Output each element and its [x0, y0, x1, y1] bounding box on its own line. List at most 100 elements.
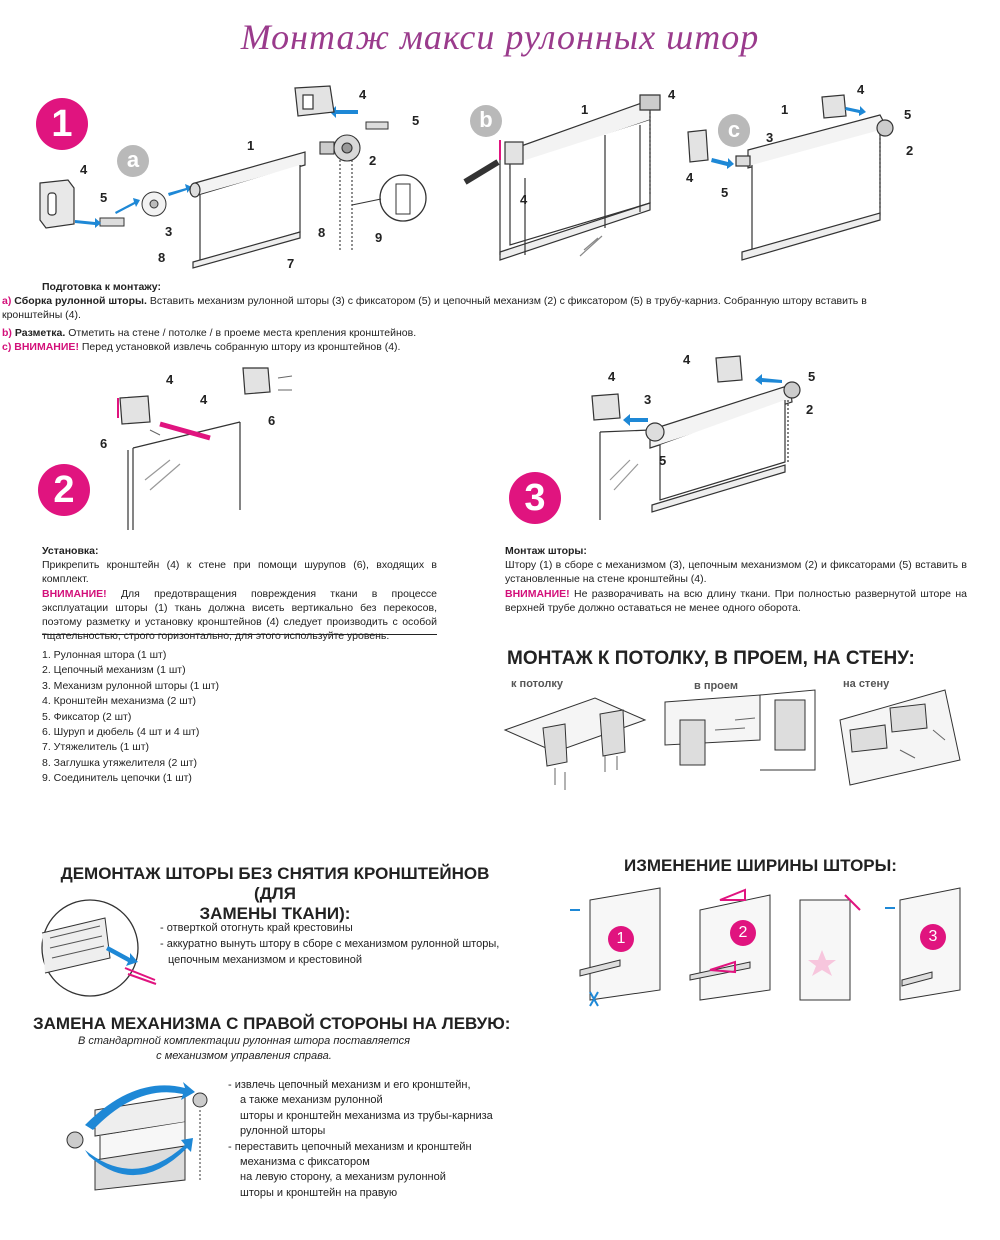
install-warning: ВНИМАНИЕ! — [42, 587, 107, 600]
dismount-heading: ДЕМОНТАЖ ШТОРЫ БЕЗ СНЯТИЯ КРОНШТЕЙНОВ (Д… — [40, 864, 510, 924]
replace-subtitle-line2: с механизмом управления справа. — [156, 1050, 332, 1062]
figure-number: 5 — [721, 185, 729, 200]
figure-number: 4 — [857, 82, 865, 97]
step-1-badge: 1 — [36, 98, 88, 150]
figure-number: 9 — [375, 230, 383, 245]
list-item: 4. Кронштейн механизма (2 шт) — [42, 695, 197, 708]
figure-number: 4 — [683, 352, 691, 367]
mount-warning-text: Не разворачивать на всю длину ткани. При… — [505, 587, 968, 614]
width-step-3-badge: 3 — [920, 924, 946, 950]
figure-number: 4 — [608, 369, 616, 384]
figure-number: 5 — [904, 107, 912, 122]
prep-c: c) ВНИМАНИЕ! Перед установкой извлечь со… — [2, 340, 902, 354]
figure-number: 1 — [781, 102, 789, 117]
dismount-step-2: - аккуратно вынуть штору в сборе с механ… — [160, 938, 500, 950]
figure-number: 2 — [369, 153, 377, 168]
replace-subtitle: В стандартной комплектации рулонная штор… — [64, 1034, 424, 1064]
assembly-illustration — [39, 85, 894, 269]
replace-line-8: шторы и кронштейн на правую — [240, 1186, 398, 1199]
install-heading: Установка: — [42, 545, 99, 557]
figure-number: 4 — [166, 372, 174, 387]
figure-number: 3 — [766, 130, 774, 145]
figure-number: 4 — [359, 87, 367, 102]
figure-number: 1 — [247, 138, 255, 153]
mount-section: Монтаж шторы: Штору (1) в сборе с механи… — [505, 544, 967, 615]
figure-number: 4 — [520, 192, 528, 207]
list-item: 2. Цепочный механизм (1 шт) — [42, 664, 186, 677]
figure-number: 6 — [100, 436, 108, 451]
prep-c-text: Перед установкой извлечь собранную штору… — [81, 340, 401, 353]
figure-number: 4 — [200, 392, 208, 407]
arrow-icon — [75, 106, 358, 228]
replace-line-6: механизма с фиксатором — [240, 1156, 370, 1169]
list-item: 5. Фиксатор (2 шт) — [42, 710, 132, 723]
figure-number: 2 — [906, 143, 914, 158]
figure-number: 7 — [287, 256, 295, 271]
replace-steps: - извлечь цепочный механизм и его кроншт… — [228, 1078, 493, 1201]
sub-step-c-badge: c — [718, 115, 750, 147]
bracket-install-illustration — [117, 367, 293, 530]
list-item: 7. Утяжелитель (1 шт) — [42, 741, 150, 754]
step-2-badge: 2 — [38, 464, 90, 516]
retainer-icon — [99, 217, 125, 227]
dismount-step-3: цепочным механизмом и крестовиной — [168, 954, 363, 966]
figure-number: 8 — [318, 225, 326, 240]
replace-illustration — [66, 1082, 208, 1191]
width-step-1-badge: 1 — [608, 926, 634, 952]
prep-a-prefix: a) — [2, 295, 12, 308]
figure-number: 1 — [581, 102, 589, 117]
replace-line-5: - переставить цепочный механизм и кроншт… — [228, 1140, 472, 1153]
figure-number: 4 — [668, 87, 676, 102]
replace-line-3: шторы и кронштейн механизма из трубы-кар… — [240, 1109, 493, 1122]
figure-number: 5 — [808, 369, 816, 384]
prep-c-prefix: c) — [2, 340, 12, 353]
mounting-types-illustration — [503, 689, 961, 790]
prep-a-bold: Сборка рулонной шторы. — [14, 295, 147, 308]
prep-b: b) Разметка. Отметить на стене / потолке… — [2, 326, 902, 340]
prep-section: Подготовка к монтажу: a) Сборка рулонной… — [2, 280, 942, 354]
install-line1: Прикрепить кронштейн (4) к стене при пом… — [42, 559, 437, 586]
mount-heading: Монтаж шторы: — [505, 545, 587, 557]
list-item: 6. Шуруп и дюбель (4 шт и 4 шт) — [42, 726, 200, 739]
label-opening: в проем — [694, 680, 739, 692]
replace-line-4: рулонной шторы — [240, 1125, 326, 1138]
figure-number: 5 — [659, 453, 667, 468]
figure-number: 3 — [644, 392, 652, 407]
replace-line-7: на левую сторону, а механизм рулонной — [240, 1171, 446, 1184]
dismount-step-1: - отверткой отогнуть край крестовины — [160, 922, 353, 934]
figure-number: 4 — [80, 162, 88, 177]
list-item: 9. Соединитель цепочки (1 шт) — [42, 772, 192, 785]
prep-b-text: Отметить на стене / потолке / в проеме м… — [68, 326, 417, 339]
prep-a: a) Сборка рулонной шторы. Вставить механ… — [2, 294, 902, 322]
step-3-badge: 3 — [509, 472, 561, 524]
prep-b-prefix: b) — [2, 326, 12, 339]
prep-heading: Подготовка к монтажу: — [42, 281, 161, 293]
bracket-icon — [39, 179, 75, 229]
dismount-heading-line1: ДЕМОНТАЖ ШТОРЫ БЕЗ СНЯТИЯ КРОНШТЕЙНОВ (Д… — [60, 864, 490, 903]
figure-number: 5 — [412, 113, 420, 128]
divider — [42, 634, 437, 635]
dismount-heading-line2: ЗАМЕНЫ ТКАНИ): — [199, 904, 351, 923]
label-wall: на стену — [843, 678, 890, 690]
figure-number: 3 — [165, 224, 173, 239]
width-step-2-badge: 2 — [730, 920, 756, 946]
list-item: 3. Механизм рулонной шторы (1 шт) — [42, 679, 220, 692]
parts-list: 1. Рулонная штора (1 шт) 2. Цепочный мех… — [42, 648, 422, 787]
figure-number: 4 — [686, 170, 694, 185]
replace-line-1: - извлечь цепочный механизм и его кроншт… — [228, 1079, 471, 1091]
mounting-types-heading: МОНТАЖ К ПОТОЛКУ, В ПРОЕМ, НА СТЕНУ: — [507, 648, 915, 669]
replace-subtitle-line1: В стандартной комплектации рулонная штор… — [77, 1035, 411, 1047]
dismount-steps: - отверткой отогнуть край крестовины - а… — [160, 920, 499, 968]
list-item: 1. Рулонная штора (1 шт) — [42, 649, 167, 661]
sub-step-a-badge: a — [117, 145, 149, 177]
dismount-illustration — [41, 899, 157, 997]
figure-number: 2 — [806, 402, 814, 417]
replace-line-2: а также механизм рулонной — [240, 1094, 383, 1107]
width-change-heading: ИЗМЕНЕНИЕ ШИРИНЫ ШТОРЫ: — [624, 856, 897, 875]
prep-c-bold: ВНИМАНИЕ! — [14, 340, 79, 353]
figure-number: 8 — [158, 250, 166, 265]
mount-warning: ВНИМАНИЕ! — [505, 587, 570, 600]
page-title: Монтаж макси рулонных штор — [240, 17, 760, 57]
replace-heading: ЗАМЕНА МЕХАНИЗМА С ПРАВОЙ СТОРОНЫ НА ЛЕВ… — [33, 1014, 511, 1033]
label-ceiling: к потолку — [511, 678, 563, 690]
